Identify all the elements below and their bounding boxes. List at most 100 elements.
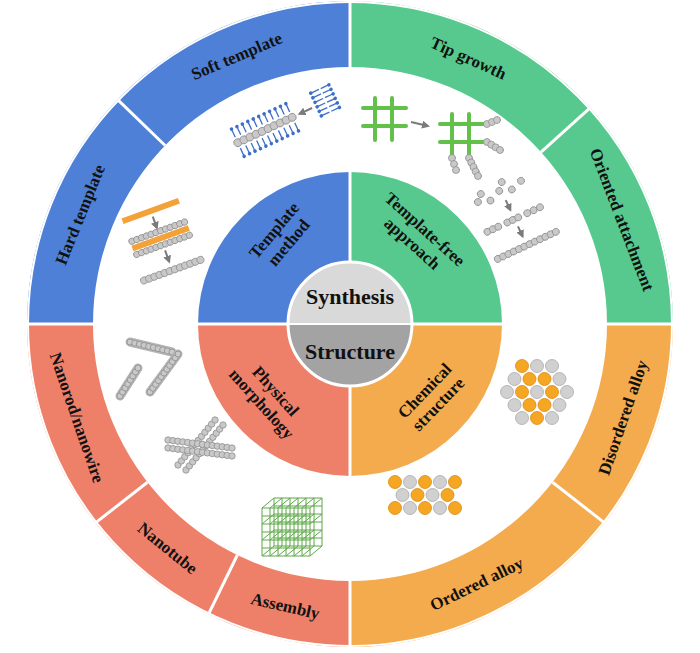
segment-divider — [349, 1, 352, 67]
surfactant — [289, 125, 292, 132]
atom-b — [434, 502, 447, 515]
nanotube-art — [165, 417, 235, 473]
atom-b — [553, 373, 566, 386]
segment-divider — [349, 386, 352, 476]
segment-divider — [349, 172, 352, 262]
surfactant-head — [256, 114, 261, 119]
surfactant-head — [285, 134, 290, 139]
center-label: Synthesis — [306, 285, 394, 309]
grid-bar — [440, 122, 485, 126]
surfactant — [321, 85, 328, 88]
surfactant-head — [313, 100, 318, 105]
segment-divider — [27, 323, 93, 326]
surfactant-head — [273, 106, 278, 111]
lattice-line — [310, 514, 322, 524]
disordered-alloy-art — [501, 360, 574, 425]
surfactant-head — [319, 113, 324, 118]
nanoparticle — [507, 185, 516, 194]
nanoparticle — [551, 227, 560, 236]
surfactant — [322, 112, 329, 115]
atom-b — [561, 386, 574, 399]
atom-b — [531, 386, 544, 399]
atom-b — [434, 476, 447, 489]
surfactant — [273, 133, 276, 140]
surfactant-head — [280, 136, 285, 141]
grid-bar — [373, 98, 377, 140]
surfactant — [232, 130, 235, 137]
surfactant-head — [291, 131, 296, 136]
surfactant — [316, 98, 323, 101]
lattice-line — [262, 556, 310, 557]
lattice-line — [310, 508, 311, 556]
surfactant-head — [245, 119, 250, 124]
nanoparticle — [535, 203, 544, 212]
atom-b — [426, 489, 439, 502]
segment-label: Structure — [305, 340, 395, 364]
segment-divider — [208, 555, 237, 614]
grid-bar — [440, 140, 485, 144]
surfactant — [329, 103, 336, 106]
atom-a — [449, 502, 462, 515]
grid-bar — [390, 98, 394, 140]
grid-bar — [450, 114, 454, 156]
atom-b — [501, 386, 514, 399]
ring-divider — [288, 262, 412, 386]
atom-a — [389, 502, 402, 515]
surfactant — [259, 117, 262, 124]
surfactant-head — [262, 111, 267, 116]
atom-b — [404, 502, 417, 515]
surfactant — [295, 123, 298, 130]
atom-a — [419, 502, 432, 515]
surfactant-head — [331, 91, 336, 96]
ring-divider — [28, 2, 672, 646]
surfactant-head — [258, 146, 263, 151]
atom-a — [516, 386, 529, 399]
nanorod — [150, 354, 178, 392]
segment-label: Synthesis — [306, 285, 394, 309]
nanoparticle — [494, 117, 501, 124]
surfactant-head — [264, 144, 269, 149]
atom-a — [419, 476, 432, 489]
atom-a — [389, 476, 402, 489]
template-rod — [131, 225, 189, 251]
nanoparticle — [495, 186, 504, 195]
atom-b — [546, 412, 559, 425]
atom-b — [404, 476, 417, 489]
step-arrow — [411, 122, 428, 126]
surfactant — [270, 112, 273, 119]
surfactant — [312, 89, 319, 92]
step-arrow — [518, 226, 523, 236]
atom-a — [538, 373, 551, 386]
surfactant-head — [235, 124, 240, 129]
segment-divider — [118, 100, 165, 146]
nanoparticle — [473, 197, 482, 206]
lattice-line — [310, 530, 322, 540]
nanoparticle — [287, 112, 298, 123]
nanorod — [120, 368, 138, 396]
segment-divider — [198, 323, 288, 326]
segment-divider — [553, 482, 605, 523]
nanoparticle — [175, 351, 181, 357]
template-rod — [121, 198, 179, 224]
center-divider — [288, 323, 412, 325]
nanorod-art — [117, 339, 181, 399]
surfactant-head — [278, 104, 283, 109]
surfactant-head — [326, 82, 331, 87]
tip-growth-art — [363, 98, 504, 180]
surfactant — [246, 146, 249, 153]
surfactant — [278, 130, 281, 137]
surfactant-head — [283, 101, 288, 106]
surfactant — [286, 105, 289, 112]
center-half — [288, 262, 412, 324]
atom-a — [546, 386, 559, 399]
surfactant-head — [310, 95, 315, 100]
surfactant-head — [308, 91, 313, 96]
step-arrow — [506, 200, 511, 210]
surfactant-head — [337, 105, 342, 110]
surfactant-head — [240, 122, 245, 127]
nanoparticle — [229, 445, 235, 451]
surfactant — [320, 108, 327, 111]
segment-divider — [412, 323, 502, 326]
